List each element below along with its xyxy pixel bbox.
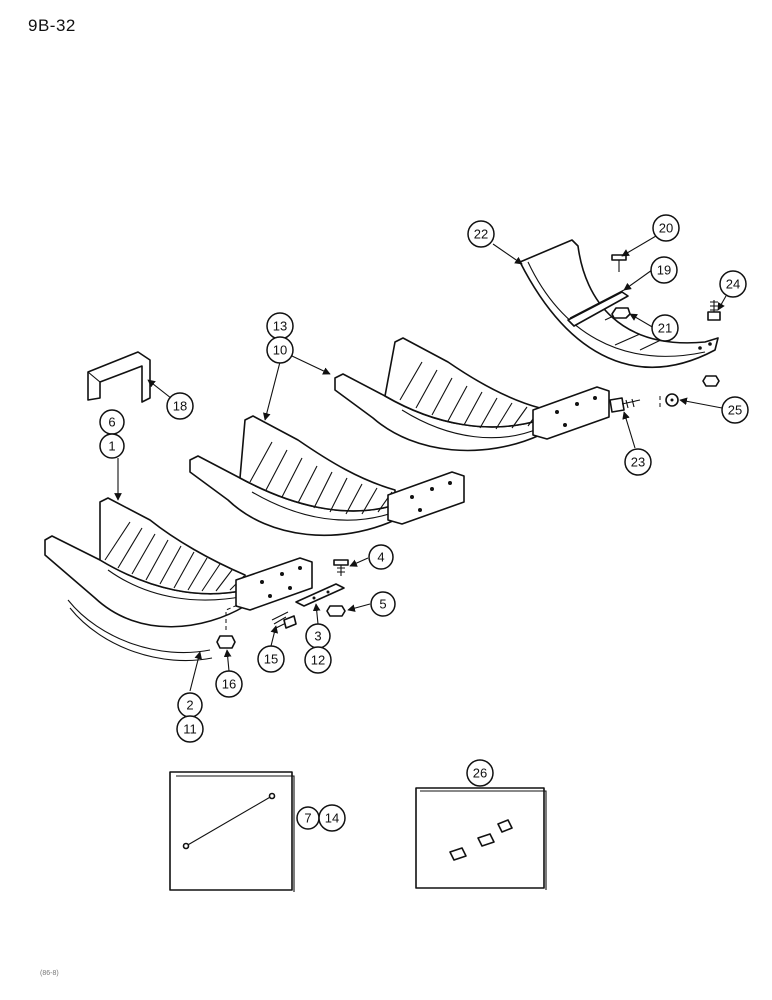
svg-text:13: 13 <box>273 319 287 334</box>
svg-text:3: 3 <box>314 629 321 644</box>
callout-16: 16 <box>215 670 243 698</box>
callout-14: 14 <box>318 804 346 832</box>
callout-24: 24 <box>719 270 747 298</box>
callout-3: 3 <box>305 623 331 649</box>
front-concave <box>44 497 313 628</box>
svg-text:6: 6 <box>108 415 115 430</box>
callout-20: 20 <box>652 214 680 242</box>
svg-text:10: 10 <box>273 343 287 358</box>
svg-text:11: 11 <box>183 722 197 737</box>
svg-text:7: 7 <box>304 811 311 826</box>
callout-21: 21 <box>651 314 679 342</box>
callout-7: 7 <box>296 806 320 830</box>
callout-15: 15 <box>257 645 285 673</box>
svg-text:18: 18 <box>173 399 187 414</box>
callout-22: 22 <box>467 220 495 248</box>
svg-text:16: 16 <box>222 677 236 692</box>
callout-1: 1 <box>99 433 125 459</box>
callout-26: 26 <box>466 759 494 787</box>
callout-19: 19 <box>650 256 678 284</box>
svg-text:24: 24 <box>726 277 740 292</box>
svg-text:1: 1 <box>108 439 115 454</box>
concave-strip <box>67 599 213 662</box>
svg-text:15: 15 <box>264 652 278 667</box>
middle-concave <box>189 415 465 537</box>
kit-box-rod <box>169 771 295 892</box>
svg-text:19: 19 <box>657 263 671 278</box>
svg-text:5: 5 <box>379 597 386 612</box>
svg-text:2: 2 <box>186 698 193 713</box>
callout-25: 25 <box>721 396 749 424</box>
svg-text:22: 22 <box>474 227 488 242</box>
callout-11: 11 <box>176 715 204 743</box>
rear-concave <box>334 337 610 452</box>
callout-2: 2 <box>177 692 203 718</box>
callout-18: 18 <box>166 392 194 420</box>
callout-13: 13 <box>266 312 294 340</box>
callout-6: 6 <box>99 409 125 435</box>
cover-bracket <box>87 351 151 403</box>
svg-text:23: 23 <box>631 455 645 470</box>
svg-text:20: 20 <box>659 221 673 236</box>
page-code: 9B-32 <box>28 16 76 35</box>
svg-text:25: 25 <box>728 403 742 418</box>
callout-12: 12 <box>304 646 332 674</box>
svg-text:26: 26 <box>473 766 487 781</box>
svg-text:12: 12 <box>311 653 325 668</box>
svg-text:21: 21 <box>658 321 672 336</box>
footer-code: (86-8) <box>40 970 59 977</box>
leader-lines <box>114 235 727 692</box>
hardware <box>216 254 721 649</box>
kit-box-hardware <box>415 787 547 890</box>
rear-concave-section <box>519 239 719 368</box>
callout-5: 5 <box>370 591 396 617</box>
callout-10: 10 <box>266 336 294 364</box>
svg-text:4: 4 <box>377 550 384 565</box>
callout-23: 23 <box>624 448 652 476</box>
svg-text:14: 14 <box>325 811 339 826</box>
callout-4: 4 <box>368 544 394 570</box>
